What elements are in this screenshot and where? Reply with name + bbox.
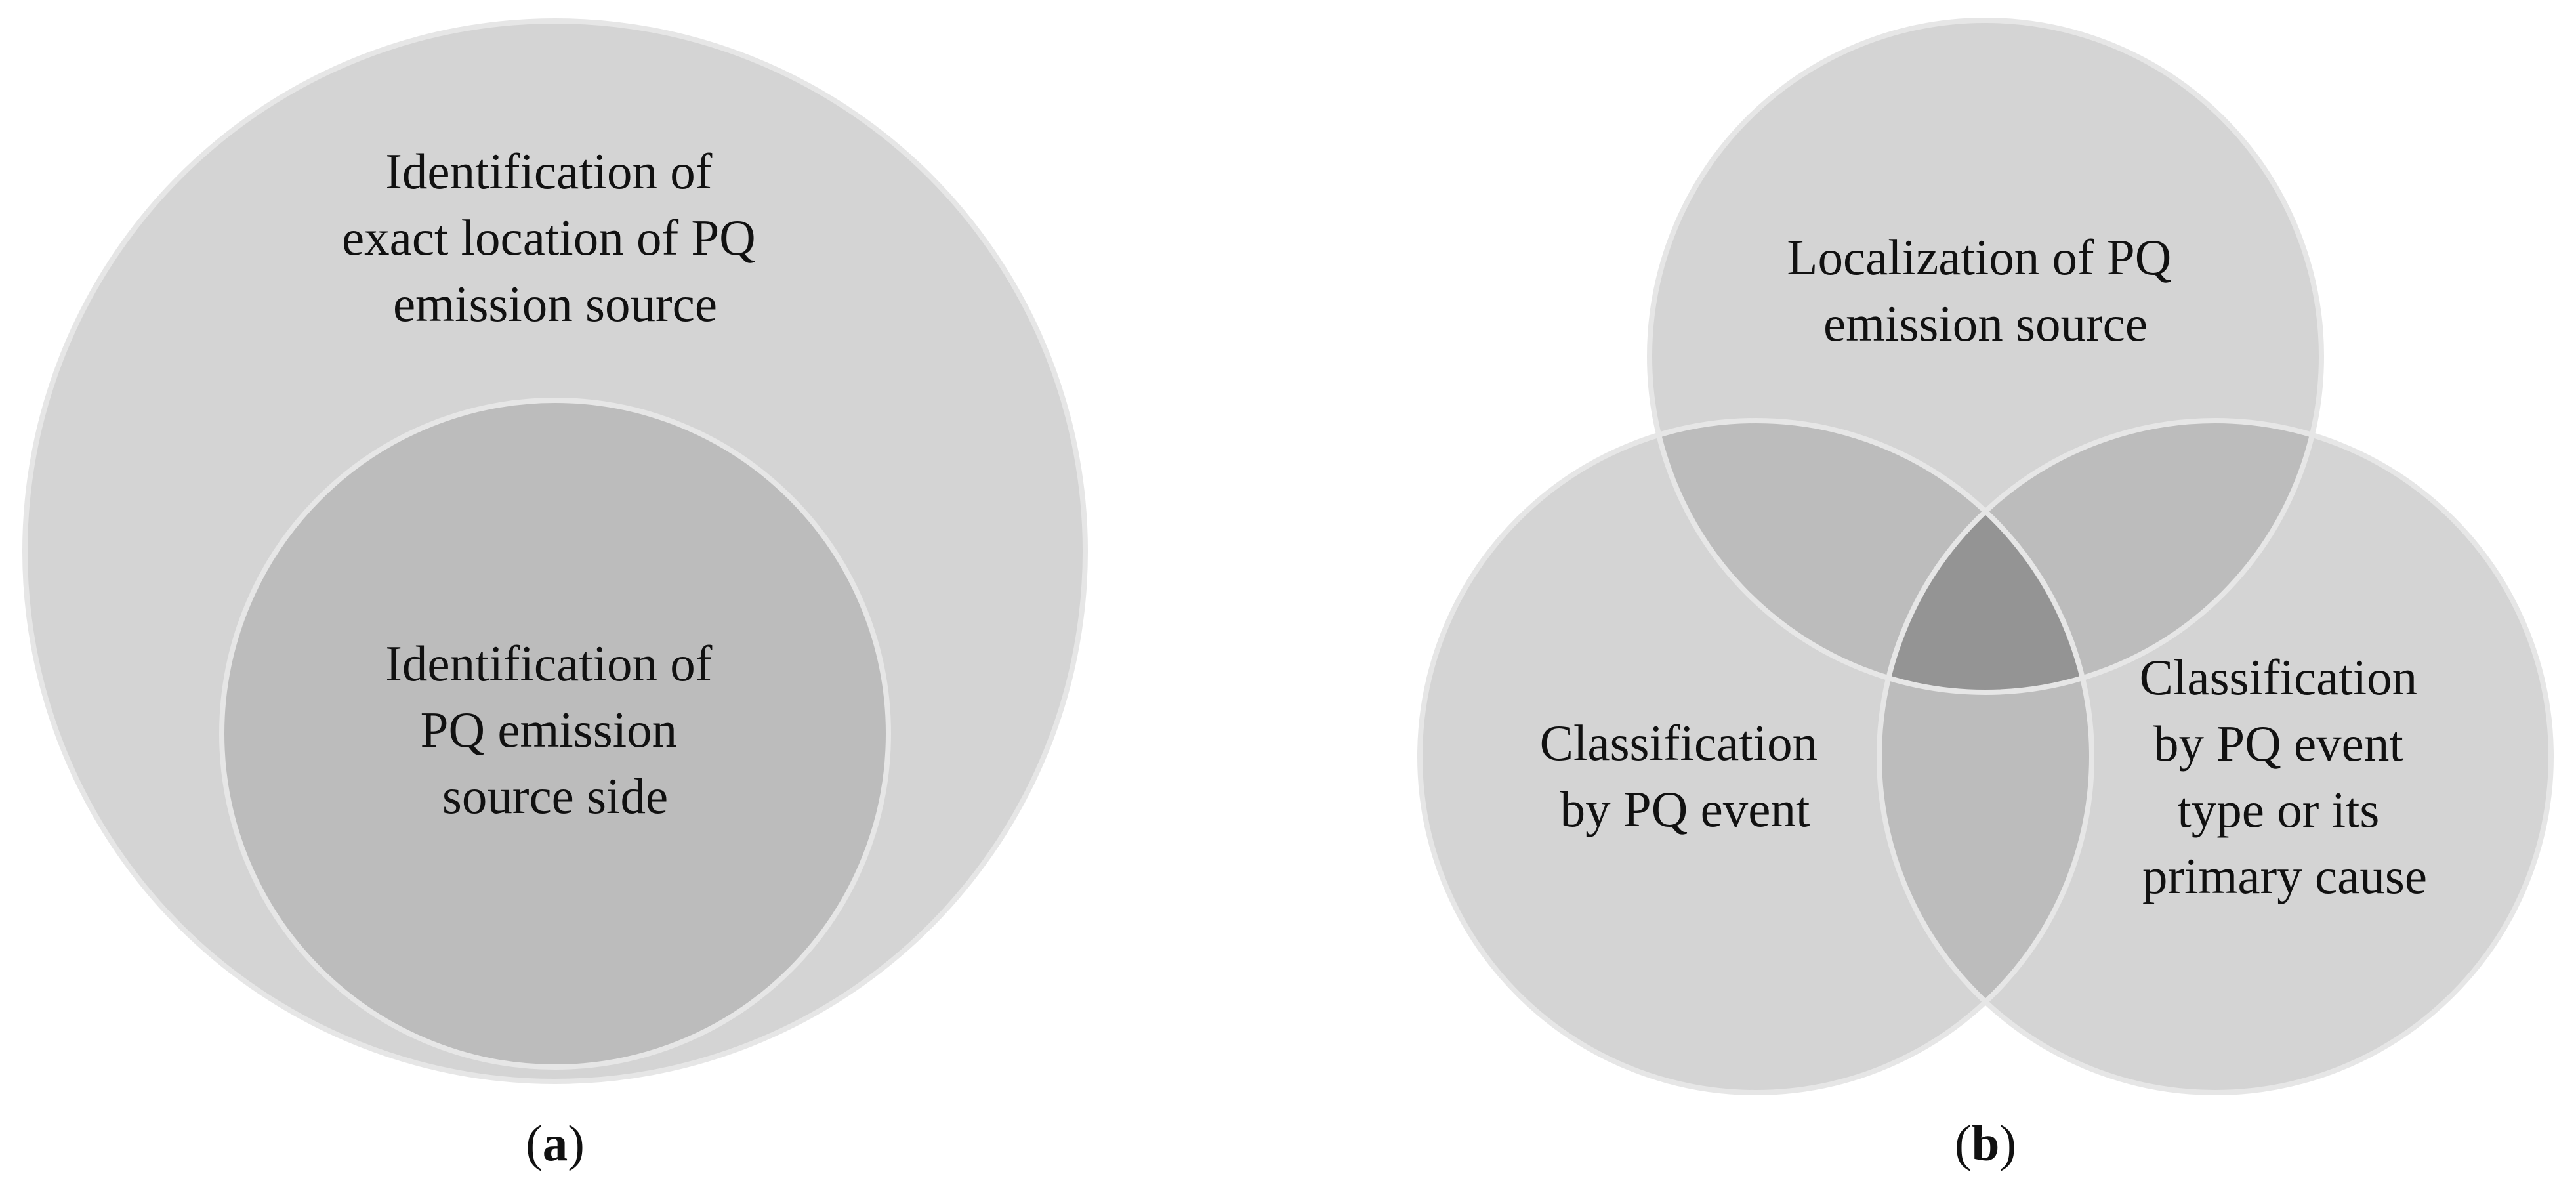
top-label-line-2: emission source xyxy=(1823,295,2148,352)
outer-label-line-2: exact location of PQ xyxy=(342,209,756,266)
outer-label-line-1: Identification of xyxy=(385,143,713,199)
right-label-line-1: Classification xyxy=(2140,649,2417,705)
inner-circle-label: Identification of PQ emission source sid… xyxy=(385,635,724,824)
caption-a-open: ( xyxy=(526,1115,543,1171)
left-label-line-1: Classification xyxy=(1540,715,1818,771)
venn-circle-right-outline xyxy=(1877,418,2554,1095)
panel-a: Identification of exact location of PQ e… xyxy=(22,18,1088,1171)
venn-left-label: Classification by PQ event xyxy=(1540,715,1831,837)
top-label-line-1: Localization of PQ xyxy=(1787,229,2171,285)
inner-label-line-2: PQ emission xyxy=(421,701,677,758)
caption-b: (b) xyxy=(1955,1115,2016,1171)
venn-circle-left-outline xyxy=(1417,418,2094,1095)
caption-b-close: ) xyxy=(1999,1115,2016,1171)
venn-right-label: Classification by PQ event type or its p… xyxy=(2140,649,2430,904)
caption-a: (a) xyxy=(526,1115,585,1171)
venn-top-label: Localization of PQ emission source xyxy=(1787,229,2184,352)
caption-a-close: ) xyxy=(568,1115,585,1171)
left-label-line-2: by PQ event xyxy=(1560,781,1810,837)
inner-label-line-1: Identification of xyxy=(385,635,713,692)
outer-circle-label: Identification of exact location of PQ e… xyxy=(342,143,768,332)
outer-label-line-3: emission source xyxy=(393,276,717,332)
caption-a-letter: a xyxy=(543,1115,568,1171)
caption-b-open: ( xyxy=(1955,1115,1972,1171)
panel-b: Localization of PQ emission source Class… xyxy=(1417,18,2554,1171)
inner-circle-source-side xyxy=(219,398,891,1070)
caption-b-letter: b xyxy=(1972,1115,2000,1171)
right-label-line-3: type or its xyxy=(2177,782,2379,838)
right-label-line-4: primary cause xyxy=(2142,848,2427,904)
venn-circle-top-outline xyxy=(1647,18,2324,695)
inner-label-line-3: source side xyxy=(442,768,668,824)
right-label-line-2: by PQ event xyxy=(2153,715,2403,772)
